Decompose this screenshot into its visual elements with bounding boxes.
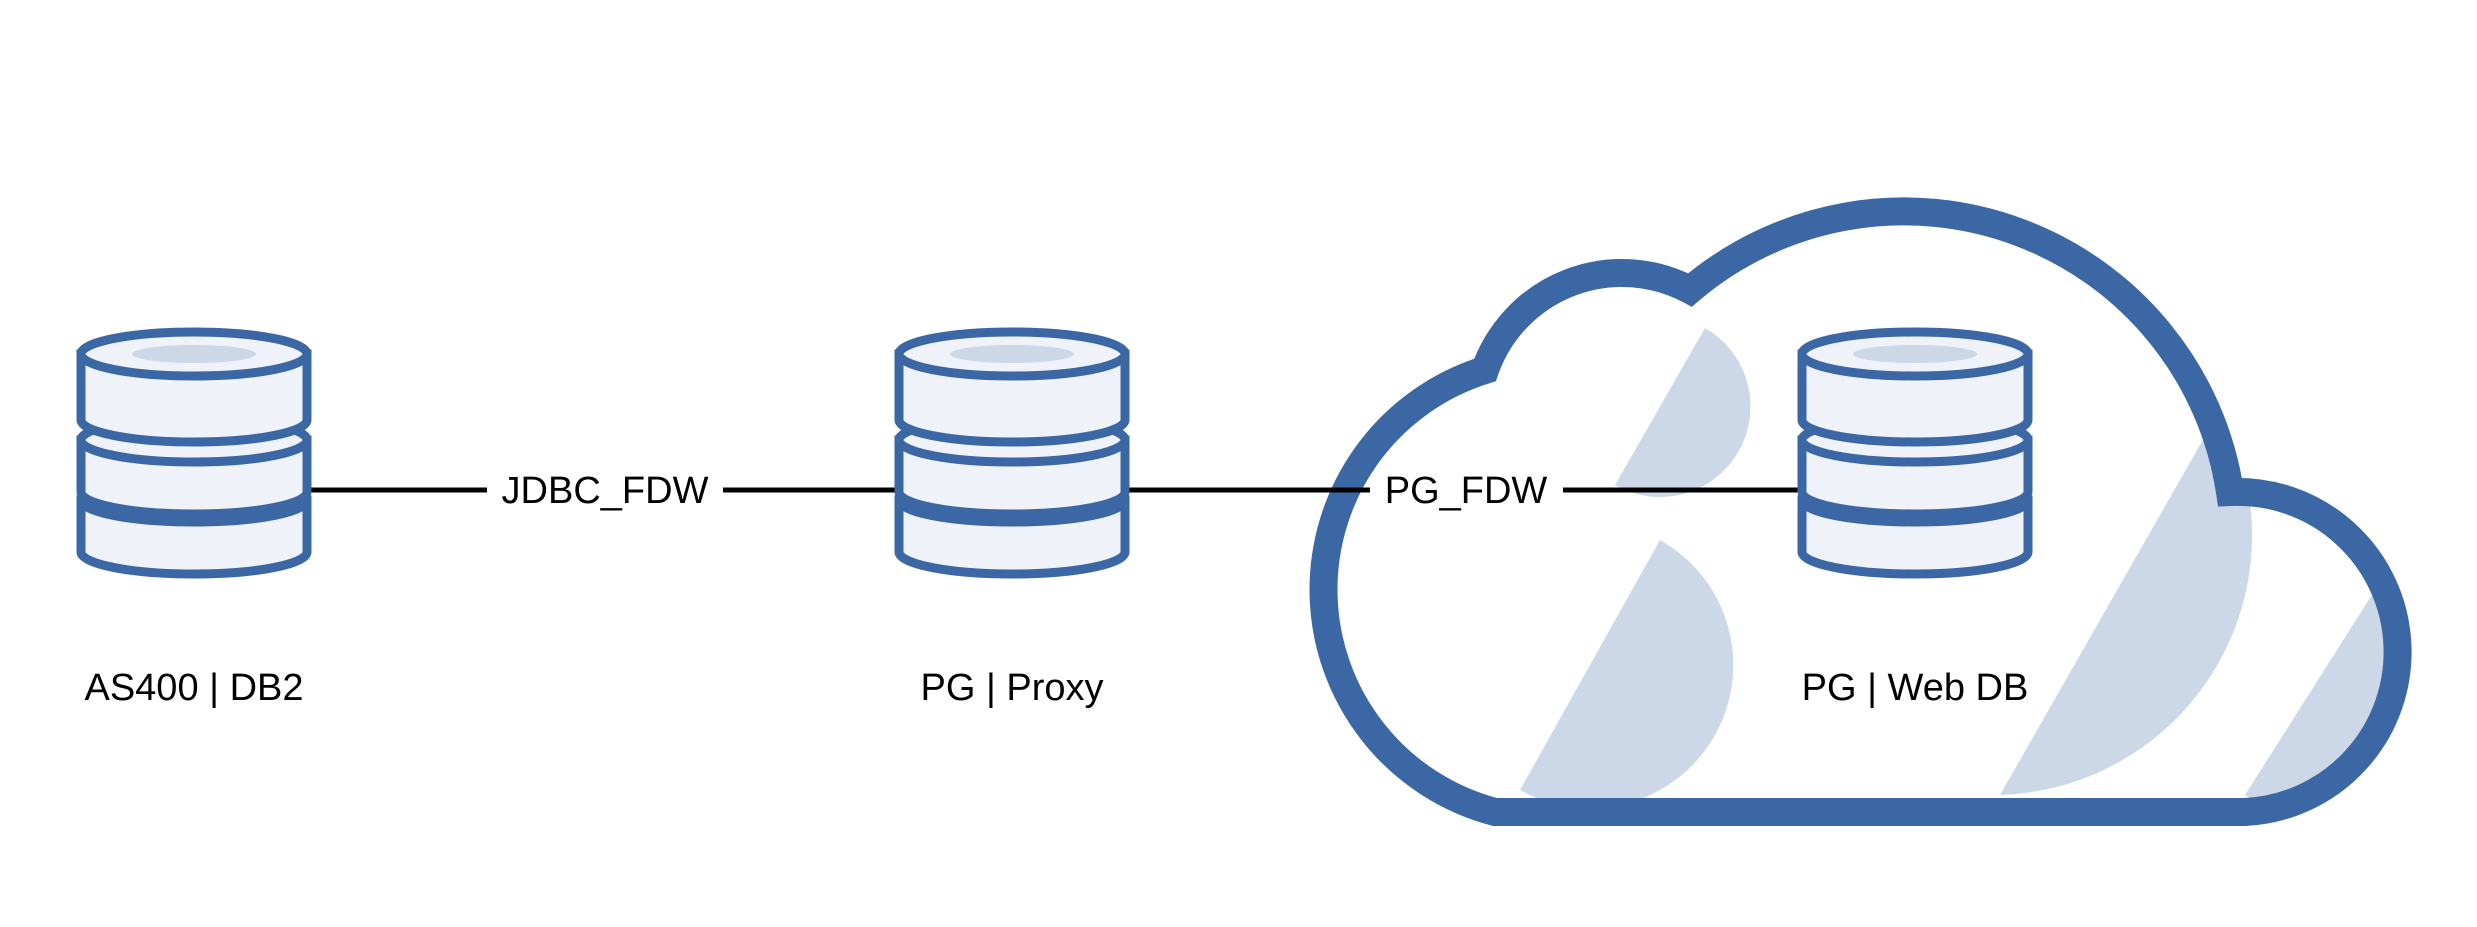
node-label-as400: AS400 | DB2 bbox=[84, 667, 303, 709]
database-icon bbox=[76, 327, 312, 579]
node-label-proxy: PG | Proxy bbox=[920, 667, 1103, 709]
edge-label-pg: PG_FDW bbox=[1385, 470, 1548, 512]
edge-label-jdbc: JDBC_FDW bbox=[502, 470, 709, 512]
database-icon bbox=[894, 327, 1130, 579]
node-label-webdb: PG | Web DB bbox=[1802, 667, 2029, 709]
database-icon bbox=[1797, 327, 2033, 579]
